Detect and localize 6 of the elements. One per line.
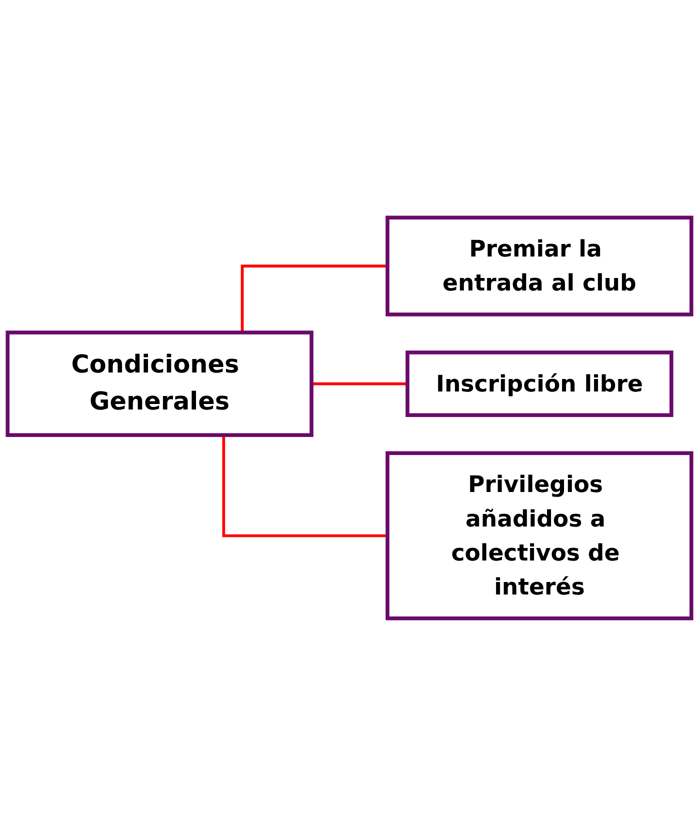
node-box: Premiar la entrada al club [386,215,694,316]
node-box: Privilegios añadidos a colectivos de interés [386,450,694,620]
node-box: Inscripción libre [406,350,674,417]
connector [240,264,388,332]
node-box: Condiciones Generales [6,330,314,436]
connector [222,434,388,537]
